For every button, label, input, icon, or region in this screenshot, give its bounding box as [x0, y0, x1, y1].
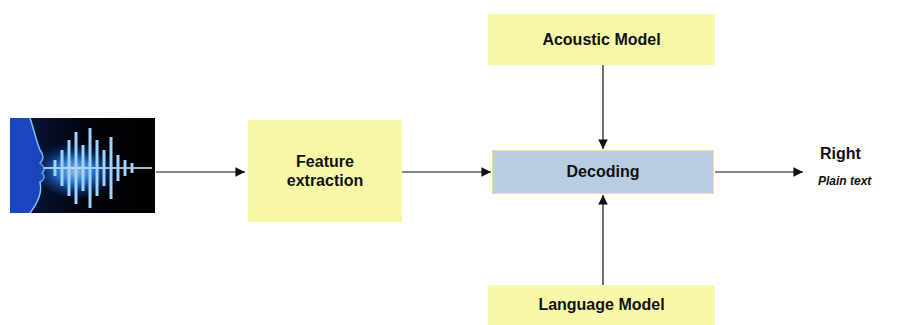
flow-arrow: [602, 195, 603, 285]
model-box: Acoustic Model: [488, 14, 715, 65]
decoding-box: Decoding: [492, 150, 714, 194]
box-label: Feature extraction: [270, 152, 380, 190]
flow-arrow: [402, 171, 491, 172]
output-label: Right: [820, 145, 861, 163]
flow-arrow: [602, 65, 603, 149]
output-arrow: [715, 171, 803, 172]
output-caption: Plain text: [818, 174, 871, 188]
process-box: Feature extraction: [248, 120, 402, 222]
box-label: Decoding: [567, 162, 640, 181]
model-box: Language Model: [488, 285, 715, 325]
input-arrow: [156, 171, 245, 172]
box-label: Acoustic Model: [542, 30, 660, 49]
speech-picture: [10, 118, 155, 213]
box-label: Language Model: [538, 295, 664, 314]
